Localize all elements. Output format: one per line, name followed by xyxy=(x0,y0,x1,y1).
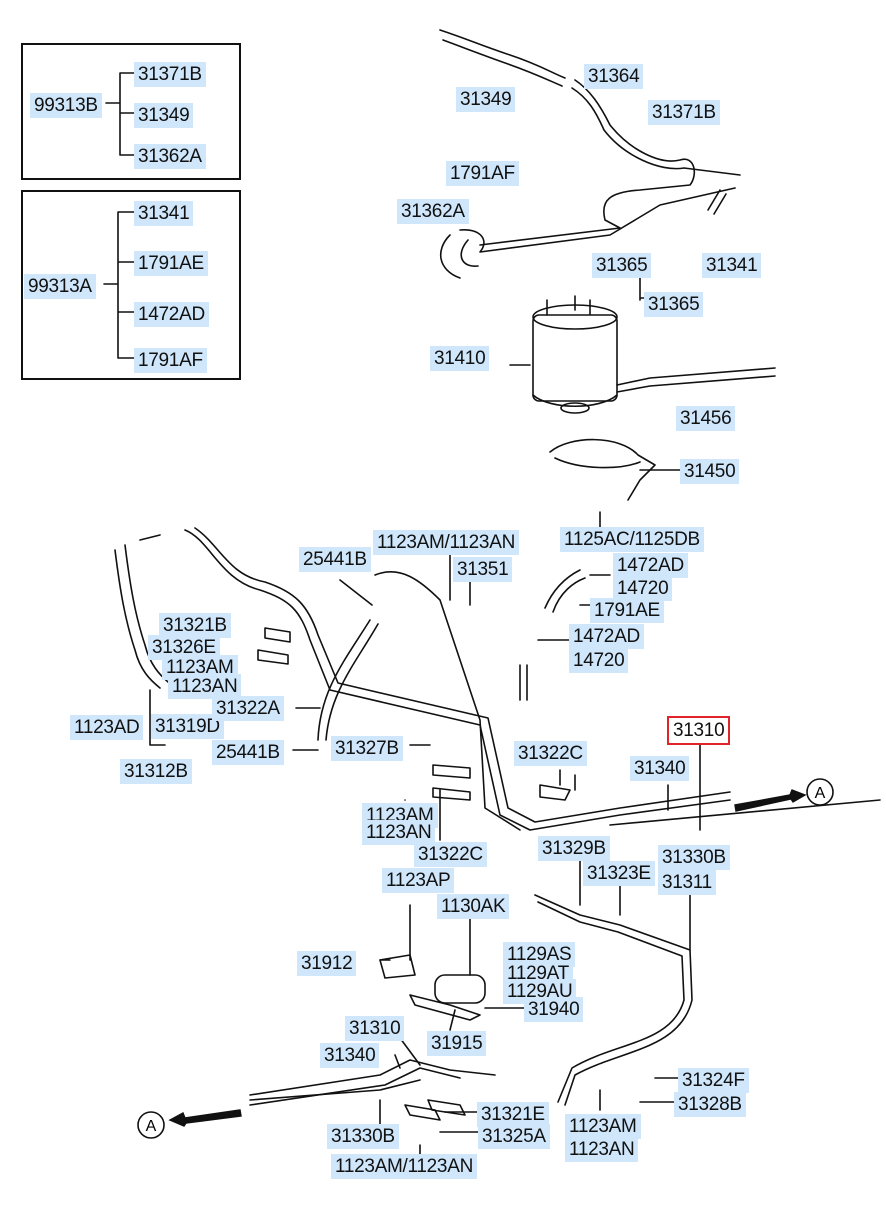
part-label[interactable]: 31321E xyxy=(477,1102,549,1127)
part-label[interactable]: 31321B xyxy=(159,613,231,638)
part-label[interactable]: 31362A xyxy=(397,199,469,224)
part-label[interactable]: 1791AF xyxy=(446,161,519,186)
part-label[interactable]: 31340 xyxy=(320,1043,380,1068)
legend-item-1791af[interactable]: 1791AF xyxy=(134,348,207,373)
part-label[interactable]: 14720 xyxy=(613,576,673,601)
part-label-highlighted[interactable]: 31310 xyxy=(666,716,731,745)
part-label[interactable]: 31329B xyxy=(538,836,610,861)
part-label[interactable]: 31364 xyxy=(584,64,644,89)
part-label[interactable]: 14720 xyxy=(569,648,629,673)
part-label[interactable]: 1123AN xyxy=(168,674,242,699)
part-label[interactable]: 31322A xyxy=(212,696,284,721)
part-label[interactable]: 1472AD xyxy=(569,624,644,649)
part-label[interactable]: 1123AM xyxy=(565,1114,641,1139)
part-label[interactable]: 31371B xyxy=(648,100,720,125)
part-label[interactable]: 25441B xyxy=(299,547,371,572)
part-label[interactable]: 31365 xyxy=(592,253,652,278)
part-label[interactable]: 31322C xyxy=(414,842,487,867)
part-label[interactable]: 31915 xyxy=(427,1031,487,1056)
part-label[interactable]: 1123AN xyxy=(362,820,436,845)
part-label[interactable]: 31322C xyxy=(514,741,587,766)
part-label[interactable]: 31349 xyxy=(456,87,516,112)
part-label[interactable]: 31323E xyxy=(583,861,655,886)
part-label[interactable]: 1123AP xyxy=(382,868,455,893)
part-label[interactable]: 31330B xyxy=(327,1124,399,1149)
part-label[interactable]: 31341 xyxy=(702,253,762,278)
legend-item-31349[interactable]: 31349 xyxy=(134,103,194,128)
part-label[interactable]: 31912 xyxy=(297,951,357,976)
part-label[interactable]: 31340 xyxy=(630,756,690,781)
part-label[interactable]: 1123AN xyxy=(565,1137,639,1162)
part-label[interactable]: 31351 xyxy=(453,557,513,582)
part-label[interactable]: 25441B xyxy=(212,740,284,765)
part-label[interactable]: 1123AM/1123AN xyxy=(373,530,519,555)
part-label[interactable]: 1472AD xyxy=(613,553,688,578)
part-label[interactable]: 1791AE xyxy=(590,598,664,623)
part-label[interactable]: 31410 xyxy=(430,346,490,371)
part-label[interactable]: 31456 xyxy=(676,406,736,431)
arrow-marker-a-left: A xyxy=(146,1118,157,1135)
part-label[interactable]: 31325A xyxy=(478,1124,550,1149)
legend-box-99313b xyxy=(21,43,241,180)
part-label[interactable]: 31324F xyxy=(678,1068,749,1093)
part-label[interactable]: 31311 xyxy=(658,870,716,895)
legend-group-99313a[interactable]: 99313A xyxy=(24,274,96,299)
part-label[interactable]: 31319D xyxy=(151,714,224,739)
part-label[interactable]: 1123AD xyxy=(70,715,144,740)
part-label[interactable]: 31312B xyxy=(120,759,192,784)
legend-item-1791ae[interactable]: 1791AE xyxy=(134,251,208,276)
legend-group-99313b[interactable]: 99313B xyxy=(30,93,102,118)
part-label[interactable]: 31327B xyxy=(331,736,403,761)
legend-item-1472ad[interactable]: 1472AD xyxy=(134,302,209,327)
part-label[interactable]: 1123AM/1123AN xyxy=(331,1154,477,1179)
part-label[interactable]: 31328B xyxy=(674,1092,746,1117)
part-label[interactable]: 31450 xyxy=(680,459,740,484)
part-label[interactable]: 1130AK xyxy=(437,894,510,919)
part-label[interactable]: 31365 xyxy=(644,292,704,317)
legend-item-31362a[interactable]: 31362A xyxy=(134,144,206,169)
part-label[interactable]: 31330B xyxy=(658,845,730,870)
arrow-marker-a-right: A xyxy=(815,785,826,802)
legend-box-99313a xyxy=(21,190,241,380)
part-label[interactable]: 31940 xyxy=(524,997,584,1022)
part-label[interactable]: 31310 xyxy=(345,1016,405,1041)
legend-item-31371b[interactable]: 31371B xyxy=(134,62,206,87)
part-label[interactable]: 1125AC/1125DB xyxy=(560,527,704,552)
legend-item-31341[interactable]: 31341 xyxy=(134,201,194,226)
